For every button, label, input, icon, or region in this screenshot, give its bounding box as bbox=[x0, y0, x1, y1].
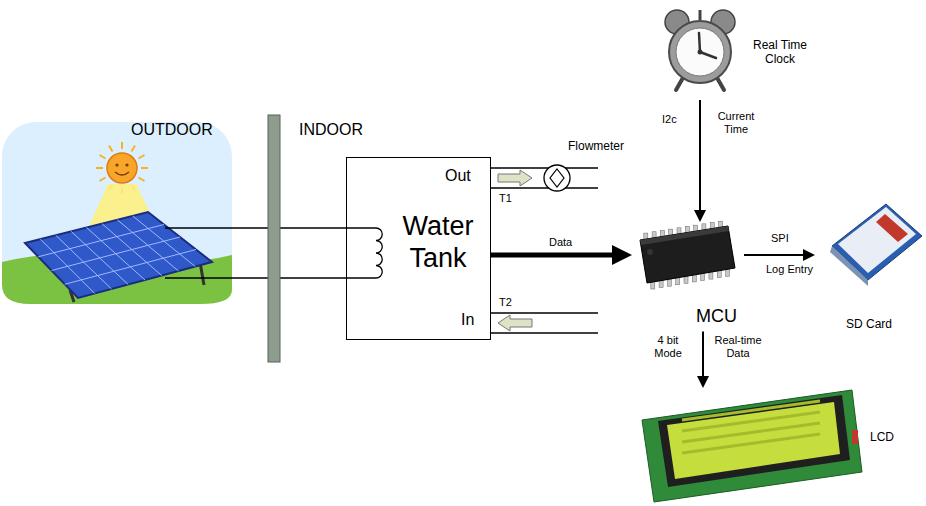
tank-title: Water Tank bbox=[389, 210, 487, 275]
signal-label: Log Entry bbox=[766, 263, 813, 276]
sensor-label: T1 bbox=[499, 192, 512, 205]
sd-card: SD Card bbox=[815, 195, 926, 335]
wall bbox=[268, 115, 280, 362]
region-label: OUTDOOR bbox=[131, 120, 213, 139]
signal-label: Current Time bbox=[714, 110, 758, 136]
bus-label: SPI bbox=[771, 232, 789, 245]
signal-arrow bbox=[491, 253, 622, 258]
lcd: LCD bbox=[638, 388, 900, 502]
real-time-clock: Real Time Clock bbox=[655, 2, 827, 100]
signal-arrow bbox=[699, 100, 701, 216]
sensor-label: T2 bbox=[499, 296, 512, 309]
mcu-chip bbox=[640, 221, 735, 289]
part-label: Flowmeter bbox=[568, 139, 624, 153]
port-label: In bbox=[461, 310, 474, 329]
lcd-icon bbox=[642, 390, 862, 502]
solar-panel-scene bbox=[2, 122, 232, 304]
component-label: Real Time Clock bbox=[743, 38, 817, 67]
component-label: SD Card bbox=[815, 317, 923, 331]
signal-arrow bbox=[702, 332, 704, 382]
mode-label: 4 bit Mode bbox=[648, 334, 688, 360]
bus-label: I2c bbox=[662, 113, 677, 126]
component-label: MCU bbox=[696, 306, 737, 328]
port-label: Out bbox=[445, 166, 471, 185]
signal-arrow bbox=[744, 254, 809, 256]
region-label: INDOOR bbox=[299, 120, 363, 139]
signal-label: Real-time Data bbox=[712, 334, 764, 360]
signal-label: Data bbox=[549, 236, 572, 249]
water-tank-box: Water Tank OutIn bbox=[346, 157, 491, 340]
clock-icon bbox=[665, 10, 735, 90]
sd-card-icon bbox=[830, 204, 922, 286]
component-label: LCD bbox=[870, 430, 894, 444]
flowmeter-symbol bbox=[544, 165, 570, 191]
inlet-pipe bbox=[490, 313, 598, 333]
mcu: MCU bbox=[632, 222, 744, 332]
heating-coil bbox=[376, 228, 382, 278]
outlet-pipe bbox=[490, 165, 598, 191]
